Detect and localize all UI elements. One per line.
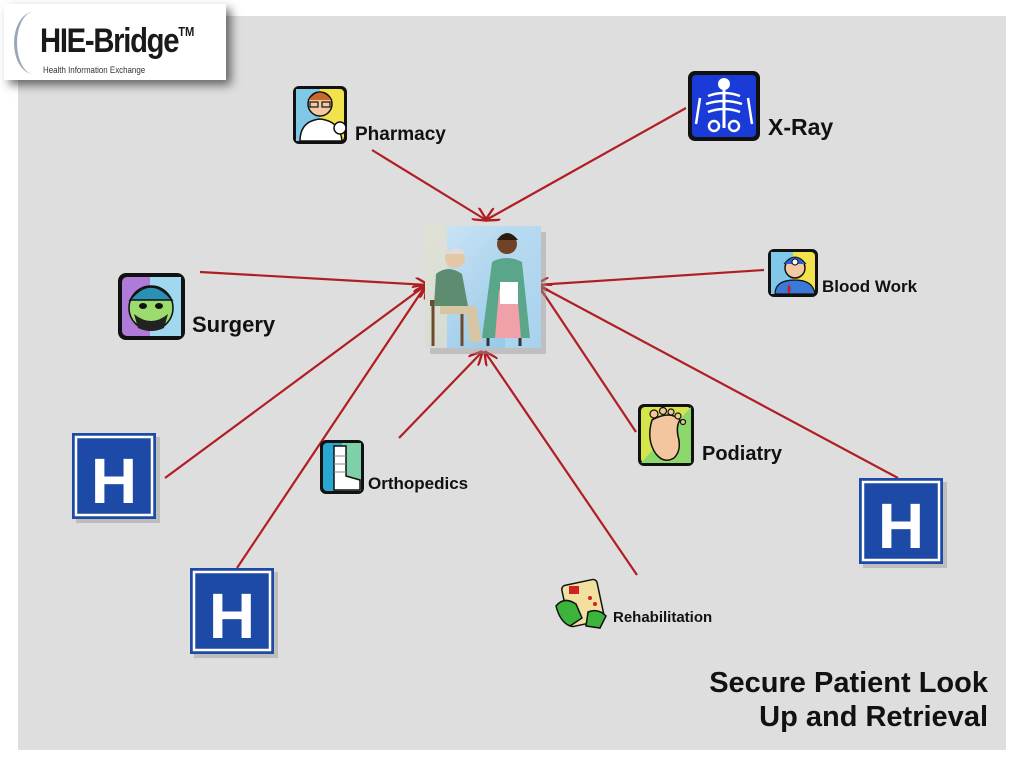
- rehab-hands-icon: [555, 578, 607, 629]
- hospital-sign-icon: [72, 433, 156, 519]
- patient-care-icon: [425, 226, 546, 354]
- pharmacist-icon: [293, 86, 347, 144]
- orthopedics-label: Orthopedics: [368, 474, 468, 493]
- logo-trademark: TM: [178, 24, 195, 39]
- podiatry-label: Podiatry: [702, 443, 783, 465]
- orthopedics-node: Orthopedics: [320, 440, 468, 494]
- surgery-node: Surgery: [118, 273, 276, 340]
- arrow-hospital-bottom: [236, 285, 426, 569]
- xray-skeleton-icon: [688, 71, 760, 141]
- foot-icon: [638, 404, 694, 466]
- bloodwork-node: Blood Work: [768, 249, 918, 297]
- arrow-orthopedics: [398, 352, 482, 439]
- bloodwork-label: Blood Work: [822, 277, 918, 296]
- hospital-sign-icon: [859, 478, 943, 564]
- rehabilitation-node: Rehabilitation: [555, 578, 712, 629]
- arrow-hospital-left: [164, 285, 426, 479]
- xray-node: X-Ray: [688, 71, 833, 141]
- hospital-bottom-node: H: [190, 568, 278, 658]
- caption: Secure Patient Look Up and Retrieval: [568, 666, 988, 734]
- xray-label: X-Ray: [768, 114, 833, 140]
- pharmacy-label: Pharmacy: [355, 124, 446, 145]
- surgery-label: Surgery: [192, 312, 276, 337]
- hospital-sign-icon: [190, 568, 274, 654]
- arrow-rehabilitation: [485, 352, 638, 576]
- hospital-right-node: H: [859, 478, 947, 568]
- logo-arc: [14, 12, 53, 74]
- arrow-surgery: [199, 270, 428, 285]
- rehabilitation-label: Rehabilitation: [613, 609, 712, 626]
- arrow-hospital-right: [538, 285, 899, 479]
- arrow-bloodwork: [536, 268, 765, 285]
- connector-arrows: [164, 107, 899, 576]
- podiatry-node: Podiatry: [638, 404, 783, 466]
- slide-background: [18, 16, 1006, 750]
- leg-cast-icon: [320, 440, 364, 494]
- hospital-bottom-letter: H: [209, 580, 255, 652]
- arrow-podiatry: [538, 285, 637, 433]
- hospital-left-letter: H: [91, 445, 137, 517]
- caption-line-2: Up and Retrieval: [759, 701, 988, 733]
- blood-test-icon: [768, 249, 818, 297]
- logo-subtitle: Health Information Exchange: [43, 65, 146, 75]
- surgeon-icon: [118, 273, 185, 340]
- hospital-left-node: H: [72, 433, 160, 523]
- arrow-pharmacy: [371, 149, 486, 220]
- hospital-right-letter: H: [878, 490, 924, 562]
- pharmacy-node: Pharmacy: [293, 86, 446, 145]
- caption-line-1: Secure Patient Look: [709, 667, 988, 699]
- arrow-xray: [486, 107, 687, 220]
- hie-bridge-logo: HIE-BridgeTM Health Information Exchange: [4, 4, 226, 80]
- logo-title: HIE-BridgeTM: [40, 22, 195, 60]
